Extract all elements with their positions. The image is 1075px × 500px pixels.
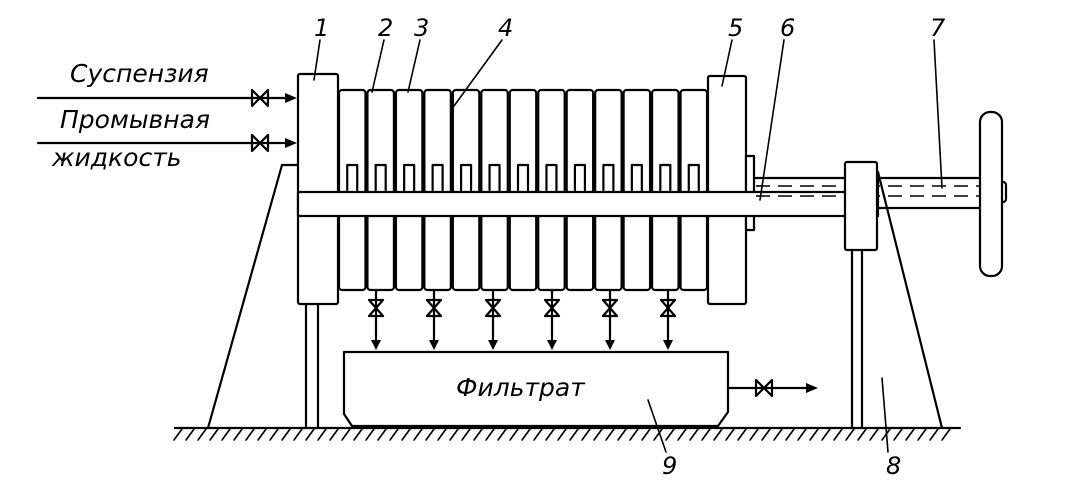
drain-valve	[484, 288, 502, 350]
callout-2: 2	[378, 14, 393, 42]
drain-valve	[367, 288, 385, 350]
filter-plate	[594, 88, 623, 292]
drain-valve	[425, 288, 443, 350]
callout-5: 5	[728, 14, 743, 42]
filter-plate	[480, 88, 509, 292]
drain-valve	[601, 288, 619, 350]
suspension-label: Суспензия	[70, 59, 209, 88]
ground	[173, 426, 962, 441]
callout-6: 6	[780, 14, 795, 42]
wash-liquid-label-line2: жидкость	[51, 143, 182, 172]
handwheel	[978, 110, 1004, 278]
drain-valve	[543, 288, 561, 350]
clamp-block	[843, 160, 879, 252]
callout-8: 8	[886, 452, 901, 480]
filtrate-label: Фильтрат	[456, 373, 586, 402]
filter-plate	[337, 88, 367, 292]
filter-plate	[565, 88, 595, 292]
fixed-head-plate	[296, 72, 340, 306]
filter-plate	[537, 88, 566, 292]
wash-liquid-inlet	[36, 133, 297, 153]
callouts: 1 2 3 4 5 6 7 8 9	[313, 14, 946, 480]
filter-plate	[366, 88, 396, 292]
movable-end-plate	[706, 74, 748, 306]
wash-liquid-label-line1: Промывная	[60, 105, 210, 134]
filter-plate	[650, 88, 680, 292]
filter-plates	[337, 88, 709, 292]
filter-plate	[622, 88, 652, 292]
right-support-frame	[850, 170, 944, 430]
callout-1: 1	[314, 14, 329, 42]
callout-4: 4	[498, 14, 513, 42]
drain-valve	[659, 288, 677, 350]
filter-plate	[451, 88, 481, 292]
callout-9: 9	[662, 452, 677, 480]
left-support	[206, 163, 320, 430]
suspension-inlet	[36, 88, 297, 108]
filter-plate	[423, 88, 452, 292]
callout-3: 3	[414, 14, 429, 42]
drain-valves	[367, 288, 677, 350]
filter-plate	[508, 88, 538, 292]
filter-plate	[679, 88, 709, 292]
filtrate-outlet	[726, 378, 818, 398]
filter-plate	[394, 88, 424, 292]
callout-7: 7	[930, 14, 946, 42]
filtrate-trough	[342, 350, 730, 428]
